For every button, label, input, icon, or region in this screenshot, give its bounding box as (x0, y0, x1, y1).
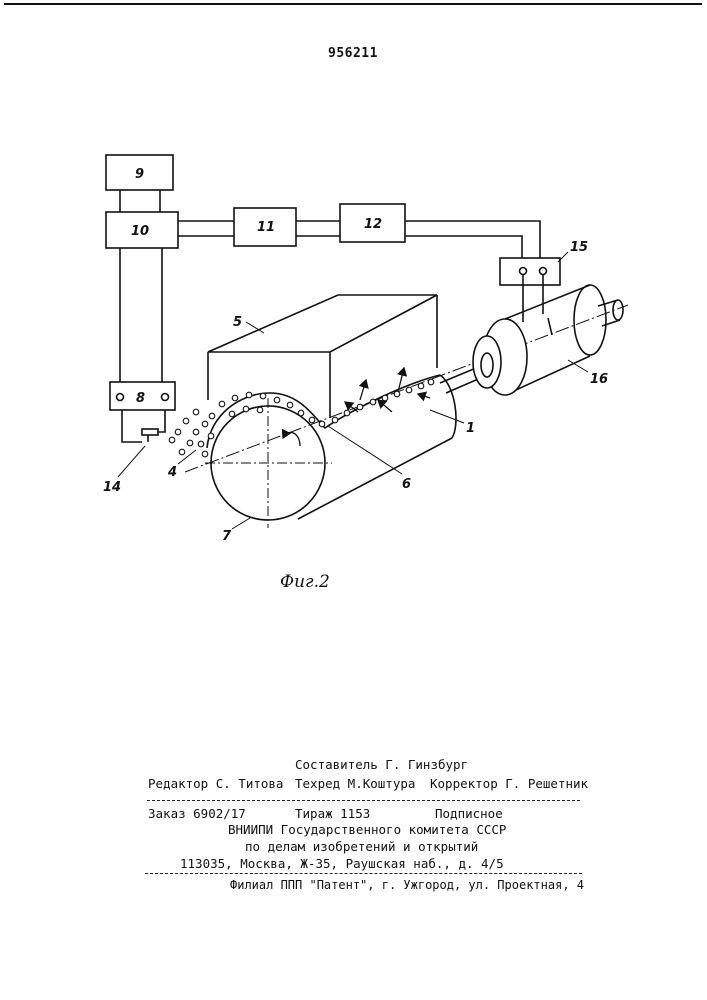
particle-dot (287, 402, 293, 408)
sensor-14 (142, 429, 158, 442)
label-1: 1 (466, 421, 475, 436)
label-11: 11 (257, 220, 275, 235)
compiler: Составитель Г. Гинзбург (295, 758, 468, 772)
particle-dot (309, 417, 315, 423)
particle-dot (187, 440, 193, 446)
branch-line: Филиал ППП "Патент", г. Ужгород, ул. Про… (230, 878, 584, 892)
particle-dot (344, 410, 350, 416)
particle-dot (208, 433, 214, 439)
label-9: 9 (135, 167, 144, 182)
particle-dot (357, 404, 363, 410)
particle-dot (175, 429, 181, 435)
particle-dot (179, 449, 185, 455)
particle-dot (428, 379, 434, 385)
particle-dot (260, 393, 266, 399)
particle-dot (202, 421, 208, 427)
particle-dot (193, 429, 199, 435)
circulation: Тираж 1153 (295, 807, 370, 821)
label-12: 12 (364, 217, 382, 232)
particle-dot (406, 387, 412, 393)
particle-dot (209, 413, 215, 419)
org-line-1: ВНИИПИ Государственного комитета СССР (228, 823, 506, 837)
org-line-2: по делам изобретений и открытий (245, 840, 478, 854)
particle-dot (298, 410, 304, 416)
label-14: 14 (103, 480, 121, 495)
particle-dot (183, 418, 189, 424)
particle-dot (232, 395, 238, 401)
particle-dot (382, 395, 388, 401)
particle-dot (394, 391, 400, 397)
corrector: Корректор Г. Решетник (430, 777, 588, 791)
particle-dot (418, 383, 424, 389)
particle-dot (229, 411, 235, 417)
label-4: 4 (167, 465, 177, 480)
particle-dot (243, 406, 249, 412)
techred: Техред М.Коштура (295, 777, 415, 791)
figure-caption: Фиг.2 (280, 572, 330, 592)
label-8: 8 (136, 391, 145, 406)
label-5: 5 (233, 315, 242, 330)
terminal-dot (117, 394, 124, 401)
divider (145, 873, 582, 874)
label-10: 10 (131, 224, 149, 239)
particle-dot (219, 401, 225, 407)
particle-dot (169, 437, 175, 443)
particle-dot (319, 421, 325, 427)
label-16: 16 (590, 372, 608, 387)
label-leaders (118, 252, 588, 529)
editor: Редактор С. Титова (148, 777, 283, 791)
label-15: 15 (570, 240, 588, 255)
particle-dot (257, 407, 263, 413)
terminal-dot (162, 394, 169, 401)
particle-dot (198, 441, 204, 447)
block-15 (500, 258, 560, 285)
terminal-dot (540, 268, 547, 275)
particle-dot (332, 417, 338, 423)
particle-dot (274, 397, 280, 403)
particle-dot (246, 392, 252, 398)
divider (147, 800, 580, 801)
address: 113035, Москва, Ж-35, Раушская наб., д. … (180, 857, 504, 871)
particle-dot (370, 399, 376, 405)
particle-dot (202, 451, 208, 457)
terminal-dot (520, 268, 527, 275)
label-6: 6 (402, 477, 411, 492)
subscription: Подписное (435, 807, 503, 821)
order-number: Заказ 6902/17 (148, 807, 246, 821)
particle-dot (193, 409, 199, 415)
label-7: 7 (222, 529, 232, 544)
